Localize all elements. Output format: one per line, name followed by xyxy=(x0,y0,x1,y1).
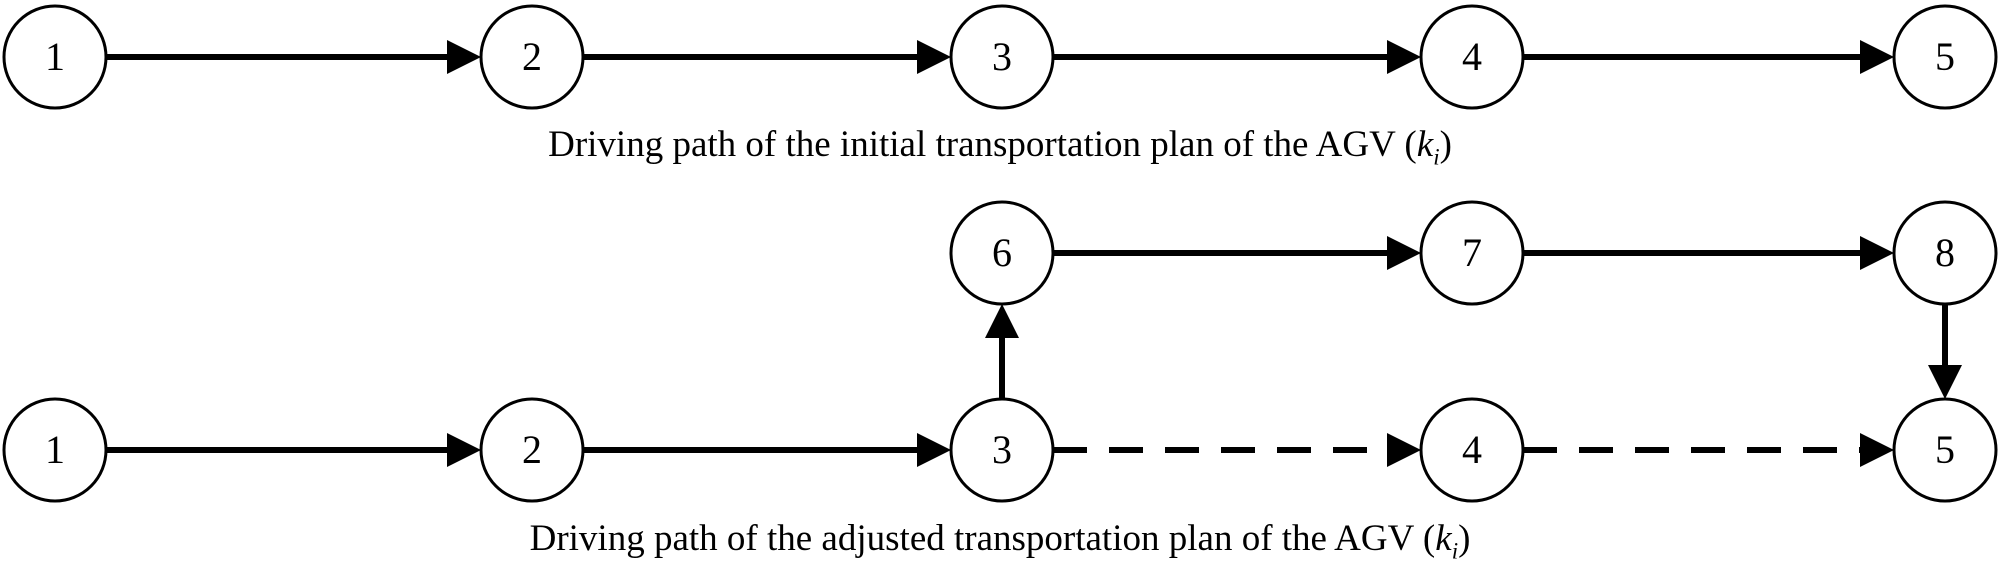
node-circle-4[interactable] xyxy=(1419,4,1525,110)
caption-adjusted-plan: Driving path of the adjusted transportat… xyxy=(0,517,2000,564)
node-circle-2[interactable] xyxy=(479,397,585,503)
node-circle-8[interactable] xyxy=(1892,200,1998,306)
edge-layer xyxy=(106,40,1962,467)
edge-4-to-5-dashed-arrowhead-icon xyxy=(1860,433,1894,467)
node-circle-4[interactable] xyxy=(1419,397,1525,503)
edge-2-to-3-solid-arrowhead-icon xyxy=(917,40,951,74)
edge-3-to-6-solid-arrowhead-icon xyxy=(985,304,1019,338)
caption-adjusted-suffix: ) xyxy=(1458,518,1471,559)
edge-2-to-3-solid-arrowhead-icon xyxy=(917,433,951,467)
caption-initial-variable: k xyxy=(1416,124,1434,165)
edge-3-to-4-solid-arrowhead-icon xyxy=(1387,40,1421,74)
edge-8-to-5-solid-arrowhead-icon xyxy=(1928,365,1962,399)
edge-7-to-8-solid-arrowhead-icon xyxy=(1860,236,1894,270)
edge-4-to-5-solid-arrowhead-icon xyxy=(1860,40,1894,74)
node-circle-5[interactable] xyxy=(1892,397,1998,503)
caption-initial-prefix: Driving path of the initial transportati… xyxy=(548,124,1417,165)
node-circle-1[interactable] xyxy=(2,397,108,503)
caption-adjusted-prefix: Driving path of the adjusted transportat… xyxy=(529,518,1436,559)
node-circle-2[interactable] xyxy=(479,4,585,110)
caption-adjusted-variable: k xyxy=(1435,518,1452,559)
caption-initial-plan: Driving path of the initial transportati… xyxy=(0,123,2000,170)
node-layer xyxy=(2,4,1998,503)
node-circle-1[interactable] xyxy=(2,4,108,110)
caption-adjusted-subscript: i xyxy=(1451,538,1459,564)
node-circle-6[interactable] xyxy=(949,200,1055,306)
node-circle-3[interactable] xyxy=(949,4,1055,110)
edge-1-to-2-solid-arrowhead-icon xyxy=(447,40,481,74)
node-circle-3[interactable] xyxy=(949,397,1055,503)
edge-6-to-7-solid-arrowhead-icon xyxy=(1387,236,1421,270)
node-circle-7[interactable] xyxy=(1419,200,1525,306)
edge-3-to-4-dashed-arrowhead-icon xyxy=(1387,433,1421,467)
edge-1-to-2-solid-arrowhead-icon xyxy=(447,433,481,467)
node-circle-5[interactable] xyxy=(1892,4,1998,110)
caption-initial-subscript: i xyxy=(1433,144,1440,170)
caption-initial-suffix: ) xyxy=(1439,124,1452,165)
